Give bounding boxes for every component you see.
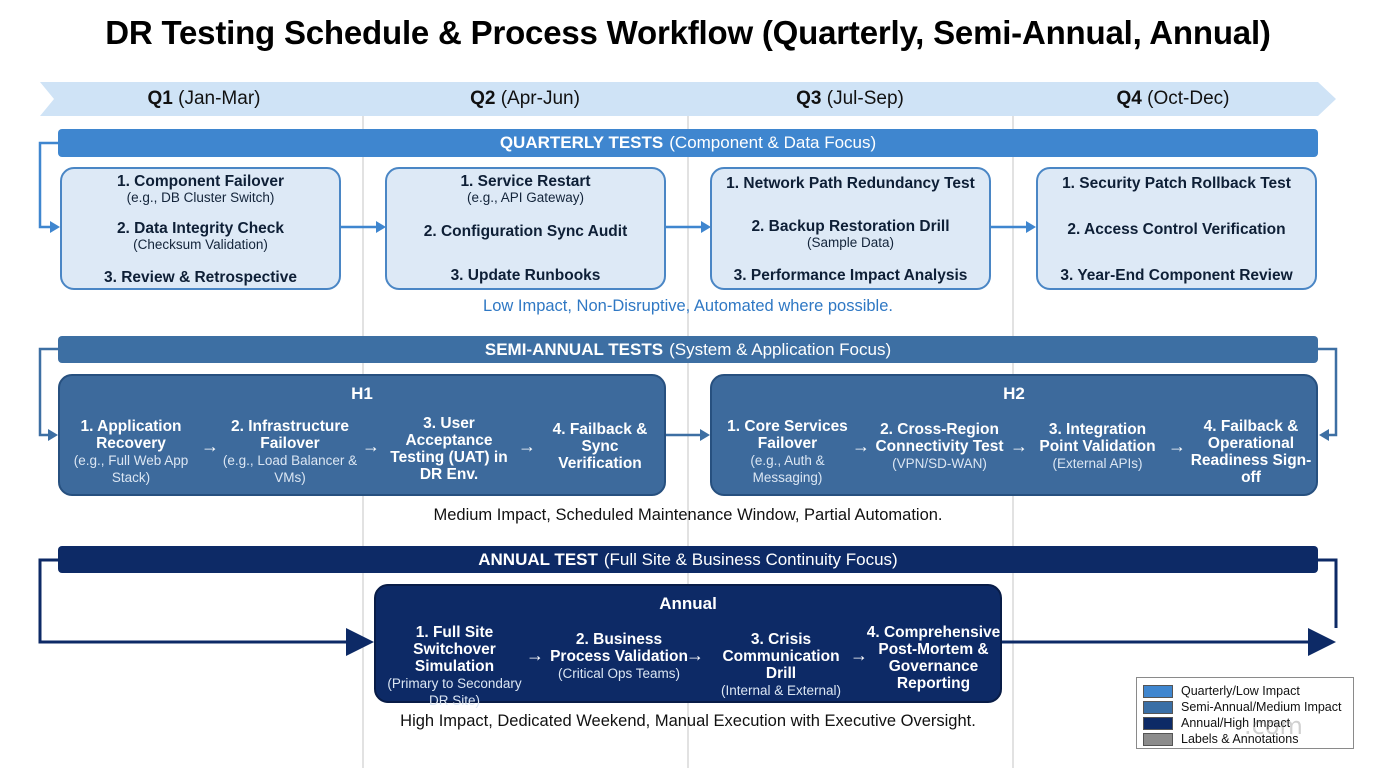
step-arrow: → xyxy=(362,436,380,456)
semiannual-h2-panel: H2 1. Core Services Failover(e.g., Auth … xyxy=(710,374,1318,496)
semiannual-impact-note: Medium Impact, Scheduled Maintenance Win… xyxy=(433,506,943,524)
quarterly-entry-connector xyxy=(38,141,58,229)
arrowhead xyxy=(1308,628,1336,656)
quarter-label-q1: Q1 (Jan-Mar) xyxy=(147,88,261,109)
quarterly-box-q2: 1. Service Restart(e.g., API Gateway) 2.… xyxy=(385,167,666,290)
quarterly-box-q1: 1. Component Failover(e.g., DB Cluster S… xyxy=(60,167,341,290)
annual-band-return-connector xyxy=(1318,558,1338,628)
step-arrow: → xyxy=(850,645,868,665)
h1-label: H1 xyxy=(351,384,373,403)
legend-item: Labels & Annotations xyxy=(1143,732,1298,746)
step-arrow: → xyxy=(852,436,870,456)
step-arrow: → xyxy=(526,645,544,665)
annual-step-3: 3. Crisis Communication Drill(Internal &… xyxy=(720,631,842,698)
arrowhead xyxy=(346,628,374,656)
diagram-title: DR Testing Schedule & Process Workflow (… xyxy=(105,14,1271,51)
semiannual-tests-band: SEMI-ANNUAL TESTS(System & Application F… xyxy=(58,336,1318,363)
watermark: .com xyxy=(1244,712,1303,740)
annual-label: Annual xyxy=(659,594,717,613)
legend-swatch xyxy=(1143,700,1173,714)
step-arrow: → xyxy=(686,645,704,665)
legend-item: Semi-Annual/Medium Impact xyxy=(1143,700,1341,714)
h2-label: H2 xyxy=(1003,384,1025,403)
step-arrow: → xyxy=(1010,436,1028,456)
h2-step-3: 3. Integration Point Validation(External… xyxy=(1039,421,1156,471)
legend-swatch xyxy=(1143,732,1173,746)
annual-panel: Annual 1. Full Site Switchover Simulatio… xyxy=(374,584,1002,708)
h2-step-4: 4. Failback & Operational Readiness Sign… xyxy=(1190,418,1312,486)
quarter-label-q3: Q3 (Jul-Sep) xyxy=(796,88,904,109)
step-arrow: → xyxy=(201,436,219,456)
arrowhead xyxy=(1026,221,1036,233)
quarterly-box-q3: 1. Network Path Redundancy Test 2. Backu… xyxy=(710,167,991,290)
quarter-label-q4: Q4 (Oct-Dec) xyxy=(1116,88,1230,109)
h1-step-3: 3. User Acceptance Testing (UAT) in DR E… xyxy=(390,415,508,483)
arrowhead xyxy=(50,221,60,233)
legend-item: Quarterly/Low Impact xyxy=(1143,684,1300,698)
h1-step-2: 2. Infrastructure Failover(e.g., Load Ba… xyxy=(222,418,358,485)
quarter-label-q2: Q2 (Apr-Jun) xyxy=(470,88,580,109)
timeline-bar xyxy=(40,82,1336,116)
step-arrow: → xyxy=(1168,436,1186,456)
legend-swatch xyxy=(1143,684,1173,698)
step-arrow: → xyxy=(518,436,536,456)
annual-step-4: 4. Comprehensive Post-Mortem & Governanc… xyxy=(866,624,1001,692)
legend-swatch xyxy=(1143,716,1173,730)
annual-test-band: ANNUAL TEST(Full Site & Business Continu… xyxy=(58,546,1318,573)
semiannual-h1-panel: H1 1. Application Recovery(e.g., Full We… xyxy=(58,374,666,496)
annual-entry-connector xyxy=(38,558,350,644)
annual-impact-note: High Impact, Dedicated Weekend, Manual E… xyxy=(400,712,976,730)
arrowhead xyxy=(700,429,710,441)
semiannual-entry-connector xyxy=(38,347,58,437)
quarterly-tests-band: QUARTERLY TESTS(Component & Data Focus) xyxy=(58,129,1318,157)
annual-step-2: 2. Business Process Validation(Critical … xyxy=(550,631,688,681)
h1-step-4: 4. Failback & Sync Verification xyxy=(552,421,648,472)
legend: Quarterly/Low Impact Semi-Annual/Medium … xyxy=(1136,677,1354,749)
legend-item: Annual/High Impact xyxy=(1143,716,1290,730)
h2-step-1: 1. Core Services Failover(e.g., Auth & M… xyxy=(727,418,848,485)
quarterly-impact-note: Low Impact, Non-Disruptive, Automated wh… xyxy=(483,297,893,315)
h2-step-2: 2. Cross-Region Connectivity Test(VPN/SD… xyxy=(875,421,1004,471)
quarterly-box-q4: 1. Security Patch Rollback Test 2. Acces… xyxy=(1036,167,1317,290)
h1-step-1: 1. Application Recovery(e.g., Full Web A… xyxy=(73,418,189,485)
arrowhead xyxy=(701,221,711,233)
arrowhead xyxy=(376,221,386,233)
arrowhead xyxy=(1319,429,1329,441)
semiannual-exit-connector xyxy=(1318,347,1338,437)
arrowhead xyxy=(48,429,58,441)
annual-step-1: 1. Full Site Switchover Simulation(Prima… xyxy=(387,624,522,708)
